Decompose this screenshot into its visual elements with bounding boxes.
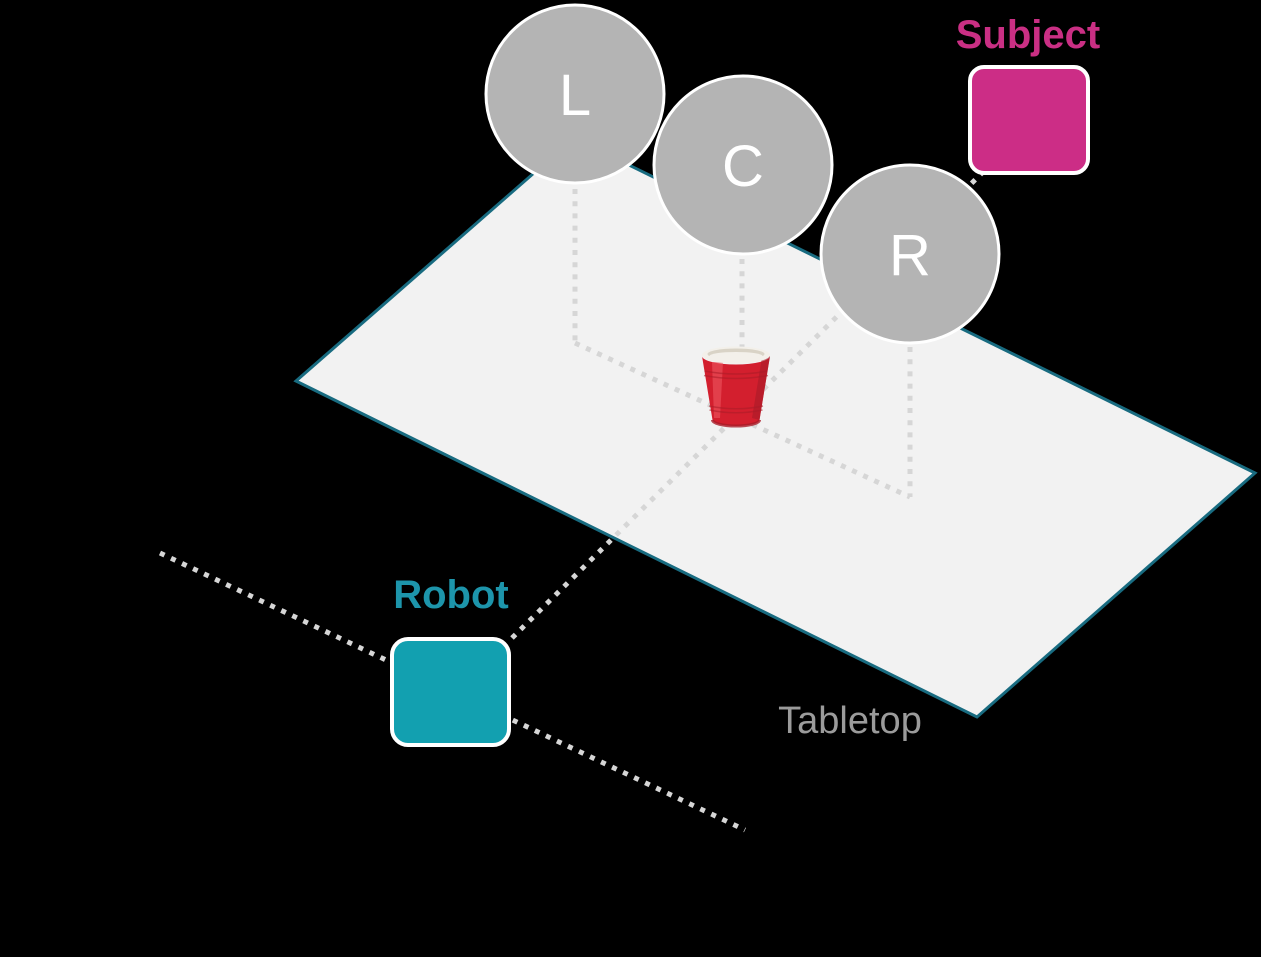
red-cup-icon xyxy=(702,346,770,428)
camera-c-circle xyxy=(652,74,834,256)
camera-r: R xyxy=(819,163,1001,345)
camera-l-circle xyxy=(484,3,666,185)
camera-r-circle xyxy=(819,163,1001,345)
cup-ridge-lower xyxy=(708,405,764,414)
camera-l-letter: L xyxy=(559,63,591,128)
camera-l: L xyxy=(484,3,666,185)
subject-marker xyxy=(968,65,1090,175)
tabletop-surface xyxy=(293,136,1258,719)
camera-c-letter: C xyxy=(722,134,764,199)
robot-label: Robot xyxy=(393,573,509,617)
robot-rail-line xyxy=(158,550,747,833)
camera-c: C xyxy=(652,74,834,256)
cup-ridge-upper xyxy=(703,370,769,380)
robot-marker xyxy=(390,637,511,747)
cup-rim-inner-front xyxy=(709,352,763,360)
tabletop-label: Tabletop xyxy=(778,700,922,742)
cup-base-edge xyxy=(711,419,761,428)
cup-highlight-left xyxy=(712,362,723,418)
camera-r-letter: R xyxy=(889,223,931,288)
subject-label: Subject xyxy=(956,13,1100,57)
